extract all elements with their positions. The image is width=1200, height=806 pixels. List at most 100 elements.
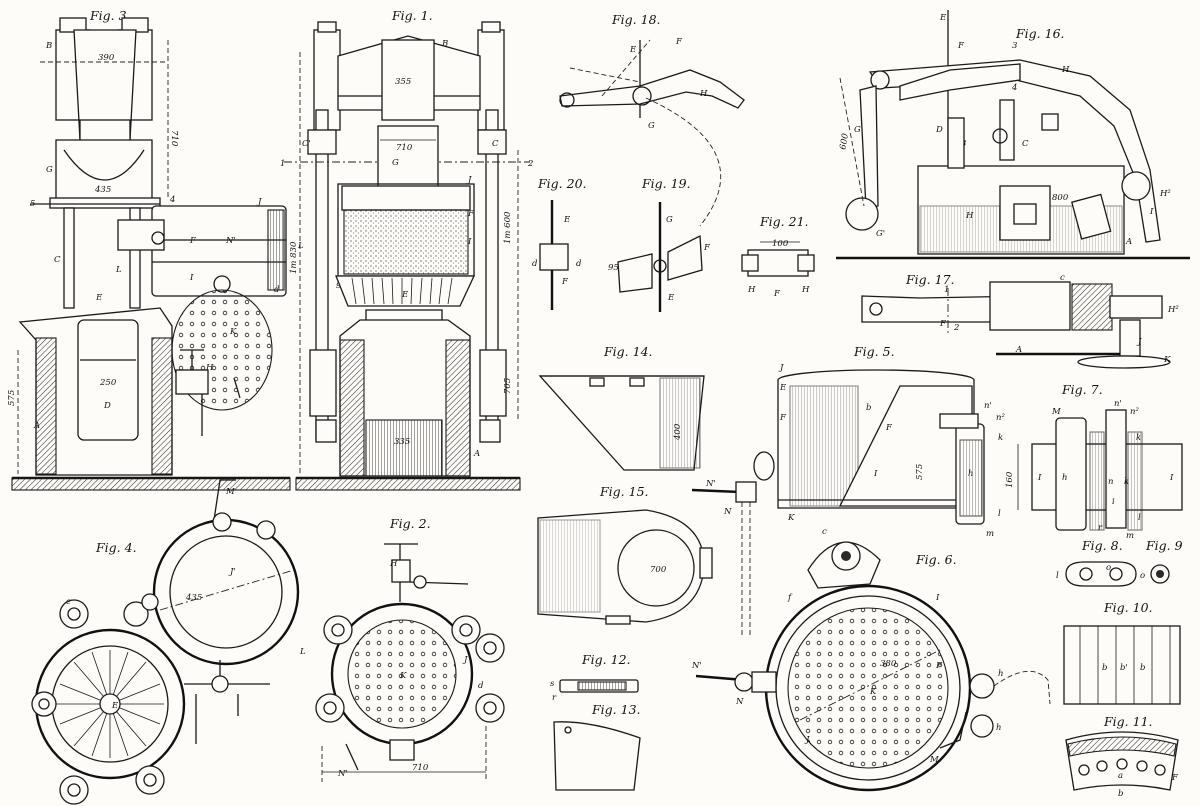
svg-text:N': N' (225, 236, 236, 246)
figure-15: Fig. 15. 700 (537, 484, 713, 625)
figure-16: Fig. 16. E 600 G F 3 4 H H² G' 800 A D B… (836, 10, 1190, 260)
figure-17: Fig. 17. 1 2 F c H² J A K (861, 272, 1179, 369)
svg-text:n²: n² (996, 413, 1005, 423)
dim-f21: 100 (772, 239, 789, 249)
svg-text:K: K (1163, 355, 1171, 365)
svg-text:A: A (473, 449, 480, 459)
svg-text:F: F (703, 243, 711, 253)
fig1-caption: Fig. 1. (391, 8, 433, 23)
svg-text:J: J (462, 655, 468, 665)
fig13-caption: Fig. 13. (591, 702, 641, 717)
svg-text:M: M (929, 755, 939, 765)
svg-text:L: L (299, 647, 306, 657)
svg-text:J: J (804, 735, 810, 745)
svg-text:k: k (998, 433, 1003, 443)
svg-text:F: F (467, 209, 475, 219)
svg-text:I: I (935, 593, 940, 603)
dim-f4: 435 (185, 593, 202, 603)
svg-text:I: I (1149, 207, 1154, 217)
svg-text:E: E (401, 290, 409, 300)
svg-text:F: F (779, 413, 787, 423)
svg-text:N': N' (691, 661, 702, 671)
svg-text:J: J (256, 197, 262, 207)
svg-text:h: h (1062, 473, 1067, 483)
svg-text:1: 1 (280, 159, 285, 169)
svg-text:s: s (550, 679, 555, 689)
svg-text:F: F (773, 289, 781, 299)
svg-text:5: 5 (30, 199, 35, 209)
svg-text:n': n' (1114, 399, 1122, 409)
fig8-caption: Fig. 8. (1081, 538, 1123, 553)
svg-text:I: I (873, 469, 878, 479)
svg-text:b': b' (1120, 663, 1128, 673)
dim-f14: 400 (673, 423, 683, 441)
fig3-caption: Fig. 3. (89, 8, 131, 23)
figure-12: Fig. 12. s r (550, 652, 639, 703)
svg-text:c: c (1060, 273, 1065, 283)
dim-f1-top: 355 (395, 77, 411, 87)
svg-text:H: H (699, 89, 708, 99)
svg-text:f: f (787, 593, 793, 603)
svg-text:E: E (563, 215, 571, 225)
svg-text:b: b (1102, 663, 1107, 673)
dim-f16-h: 600 (838, 132, 851, 150)
fig5-caption: Fig. 5. (853, 344, 895, 359)
svg-text:J': J' (228, 567, 236, 577)
dim-f3-side: 710 (169, 130, 179, 147)
fig12-caption: Fig. 12. (581, 652, 631, 667)
svg-text:L: L (115, 265, 122, 275)
svg-text:G: G (648, 121, 655, 131)
svg-text:o: o (1106, 563, 1111, 573)
svg-text:C': C' (302, 139, 311, 149)
svg-text:E: E (939, 13, 947, 23)
svg-text:m: m (986, 529, 994, 539)
svg-text:h: h (968, 469, 973, 479)
svg-text:G: G (854, 125, 861, 135)
svg-text:I: I (189, 273, 194, 283)
svg-text:H: H (747, 285, 756, 295)
svg-text:F: F (1171, 773, 1179, 783)
svg-text:F: F (675, 37, 683, 47)
svg-text:b: b (1140, 663, 1145, 673)
svg-text:d: d (274, 285, 280, 295)
svg-text:H: H (1061, 65, 1070, 75)
svg-text:B: B (441, 39, 448, 49)
dim-f2: 710 (412, 763, 429, 773)
dim-f7: 160 (1005, 471, 1015, 488)
figure-10: Fig. 10. b b' b (1063, 600, 1181, 705)
svg-text:k: k (1136, 433, 1141, 443)
svg-text:h: h (998, 669, 1003, 679)
svg-text:M: M (1051, 407, 1061, 417)
dim-f3-ram: 250 (99, 378, 117, 388)
figure-9: Fig. 9 o (1140, 538, 1183, 584)
svg-text:F: F (935, 661, 943, 671)
fig14-caption: Fig. 14. (603, 344, 653, 359)
svg-text:F: F (939, 319, 947, 329)
dim-f15: 700 (650, 565, 667, 575)
figure-1: Fig. 1. 355 B C' C L I 1m 830 1m 600 705 (280, 8, 533, 491)
svg-text:F: F (885, 423, 893, 433)
dim-f1-right: 1m 600 (503, 211, 513, 244)
svg-text:2: 2 (527, 159, 533, 169)
svg-text:E: E (779, 383, 787, 393)
svg-text:a: a (1118, 771, 1123, 781)
dim-f1-base: 335 (394, 437, 410, 447)
svg-text:1: 1 (944, 285, 949, 295)
dim-f3-inner: 435 (94, 185, 111, 195)
fig9-caption: Fig. 9 (1145, 538, 1183, 553)
svg-text:n': n' (984, 401, 992, 411)
figure-19: Fig. 19. 95 G F E (608, 176, 711, 312)
svg-text:I: I (1037, 473, 1042, 483)
figure-21: Fig. 21. 100 H H F (741, 214, 815, 299)
svg-text:H: H (389, 559, 398, 569)
svg-text:J: J (778, 363, 784, 373)
svg-text:A: A (1015, 345, 1022, 355)
svg-text:G: G (392, 158, 399, 168)
fig2-caption: Fig. 2. (389, 516, 431, 531)
svg-text:4: 4 (1011, 83, 1017, 93)
fig20-caption: Fig. 20. (537, 176, 587, 191)
svg-text:d: d (532, 259, 538, 269)
svg-text:I: I (467, 237, 472, 247)
svg-text:A: A (33, 421, 40, 431)
svg-text:G': G' (876, 229, 885, 239)
